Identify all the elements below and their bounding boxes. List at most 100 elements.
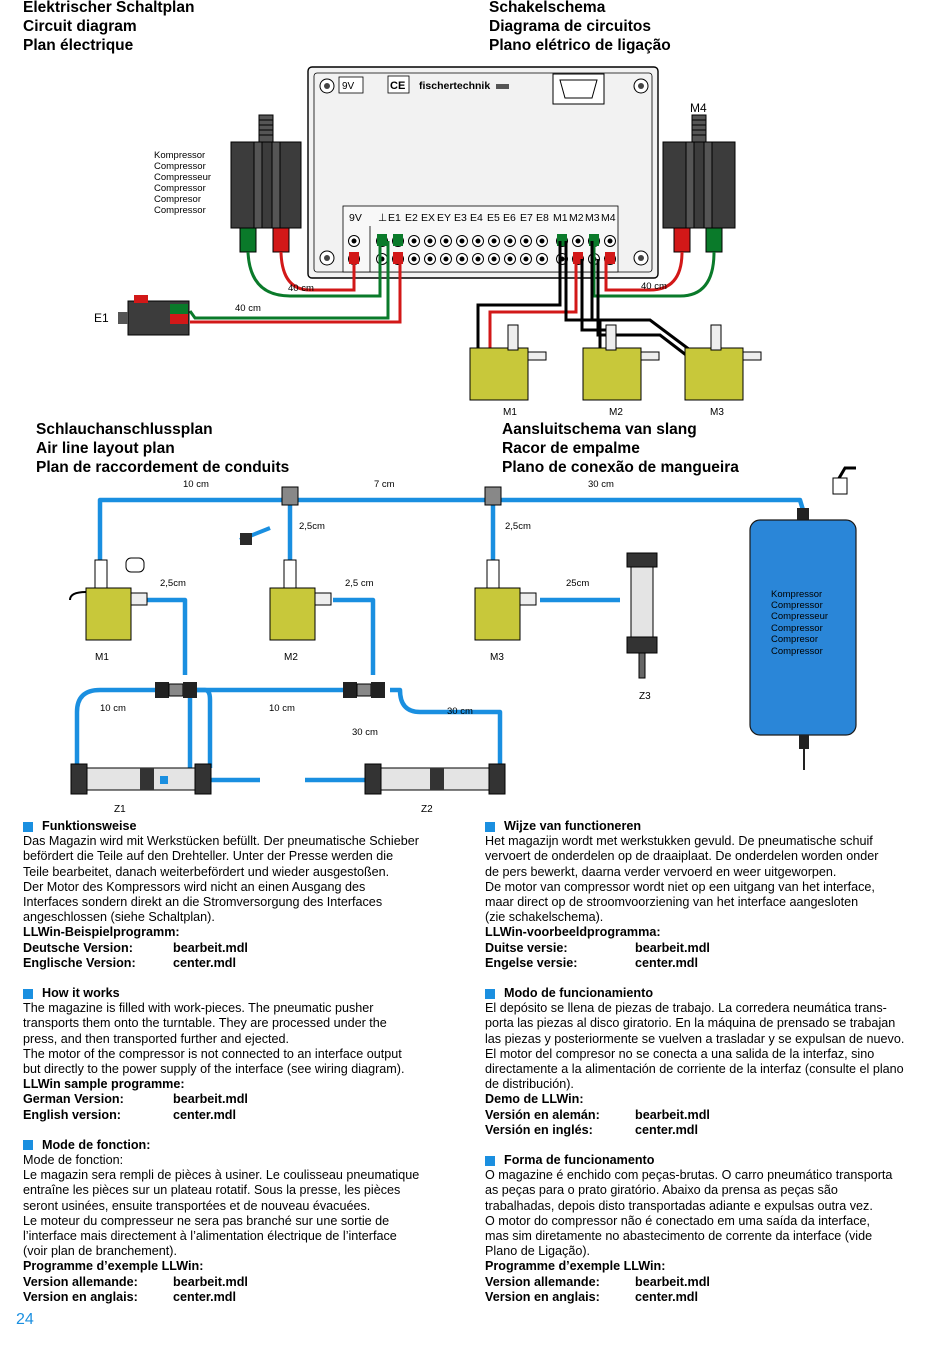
label-line: Compressor [771,623,823,634]
heading-line: Schakelschema [489,0,606,16]
label-line: Compressor [771,646,823,657]
mounting-screw-icon [633,78,649,94]
body-line: De motor van compressor wordt niet op ee… [485,879,875,894]
body-line: las piezas y posteriormente se vuelven a… [485,1031,905,1046]
page-number: 24 [16,1311,34,1328]
program-label: Demo de LLWin: [485,1092,584,1107]
program-row: Version allemande:bearbeit.mdl [485,1275,930,1290]
bullet-square-icon [485,1155,495,1166]
body-line: Der Motor des Kompressors wird nicht an … [23,879,366,894]
program-key: Englische Version: [23,955,136,970]
body-line: O magazine é enchido com peças-brutas. O… [485,1168,893,1183]
bullet-square-icon [23,821,33,832]
section-title-text: Modo de funcionamiento [504,986,654,1001]
body-line: (zie schakelschema). [485,910,604,925]
t-junction-icon [484,486,502,506]
section-nl: Wijze van functioneren Het magazijn word… [485,819,930,971]
program-key: German Version: [23,1092,124,1107]
body-line: de pers bewerkt, daarna verder vervoerd … [485,864,837,879]
t-junction-icon [155,682,197,698]
program-row: Version en anglais:center.mdl [23,1290,453,1305]
program-file: center.mdl [173,955,236,970]
program-row: Versión en inglés:center.mdl [485,1123,930,1138]
tube-length: 2,5cm [160,578,186,589]
body-line: Plano de Ligação). [485,1244,591,1259]
compressor-tank [749,508,857,770]
motor-m4-label: M4 [690,101,707,115]
program-label: LLWin-voorbeeldprogramma: [485,925,661,940]
bullet-square-icon [23,988,33,999]
tube-length: 2,5cm [299,521,325,532]
section-es: Modo de funcionamiento El depósito se ll… [485,986,930,1138]
terminal-label: E6 [503,212,516,224]
cable-length: 40 cm [235,303,261,314]
body-line: O motor do compressor não é conectado em… [485,1213,871,1228]
label-line: Compresseur [154,172,211,183]
heading-line: Diagrama de circuitos [489,18,651,35]
valve-label: M1 [503,407,517,418]
terminal-label: E4 [470,212,483,224]
tube-length: 25cm [566,578,589,589]
body-line: Das Magazin wird mit Werkstücken befüllt… [23,834,419,849]
program-row: Engelse versie:center.mdl [485,956,930,971]
label-line: Compresor [771,634,818,645]
cable-length: 40 cm [288,283,314,294]
program-key: Version allemande: [23,1274,138,1289]
program-file: bearbeit.mdl [635,940,710,955]
text-column-right: Wijze van functioneren Het magazijn word… [485,819,930,1305]
compressor-left [230,114,302,253]
section-title-text: Wijze van functioneren [504,819,642,833]
body-line: The motor of the compressor is not conne… [23,1046,402,1061]
terminal-label: E3 [454,212,467,224]
valve-label: M1 [95,652,109,663]
sub-d-connector-icon [552,73,605,105]
body-line: transports them onto the turntable. They… [23,1016,387,1031]
body-line: Le magazin sera rempli de pièces à usine… [23,1168,420,1183]
body-line: Mode de fonction: [23,1153,124,1168]
bullet-square-icon [485,821,495,832]
program-file: bearbeit.mdl [173,1274,248,1289]
body-line: seront usinées, ensuite transportées et … [23,1198,371,1213]
body-line: l’interface mais directement à l’aliment… [23,1229,397,1244]
section-title: Mode de fonction: [23,1138,453,1153]
terminal-label: M4 [601,212,616,224]
valve-m3 [684,324,762,401]
body-line: porta las piezas al disco giratorio. En … [485,1016,896,1031]
program-row: German Version: bearbeit.mdl [23,1092,453,1107]
heading-line: Racor de empalme [502,440,640,457]
tube-length: 10 cm [183,479,209,490]
program-file: bearbeit.mdl [173,1092,248,1107]
body-line: Teile bearbeitet, danach weiterbefördert… [23,864,390,879]
program-key: Deutsche Version: [23,940,133,955]
valve-label: M2 [609,407,623,418]
section-title-text: Funktionsweise [42,819,137,833]
section-title: Wijze van functioneren [485,819,930,834]
body-line: directamente a la alimentación de corrie… [485,1062,904,1077]
body-line: Het magazijn wordt met werkstukken gevul… [485,834,873,849]
label-line: Kompressor [771,589,822,600]
heading-line: Elektrischer Schaltplan [23,0,195,16]
body-line: mas sim diretamente no abastecimento de … [485,1229,873,1244]
tube-plug-icon [239,526,271,545]
section-title: Forma de funcionamento [485,1153,930,1168]
section-title: Funktionsweise [23,819,453,834]
airline-valve-m1 [69,559,148,641]
program-row: Deutsche Version: bearbeit.mdl [23,941,453,956]
section-de: Funktionsweise Das Magazin wird mit Werk… [23,819,453,971]
program-label: Programme d’exemple LLWin: [485,1259,666,1274]
tube-length: 30 cm [352,727,378,738]
heading-line: Plano de conexão de mangueira [502,459,739,476]
program-row: Versión en alemán:bearbeit.mdl [485,1108,930,1123]
program-file: center.mdl [635,955,698,970]
heading-circuit-right: Schakelschema Diagrama de circuitos Plan… [489,0,671,55]
airline-valve-m2 [269,559,332,641]
section-fr: Mode de fonction: Mode de fonction: Le m… [23,1138,453,1305]
circuit-and-airline-diagram: 9V CE fischertechnik 9V ⊥ E1 E2 EX EY E3… [69,66,857,815]
program-key: English version: [23,1107,121,1122]
tube-length: 30 cm [447,706,473,717]
mounting-screw-icon [319,250,335,266]
bullet-square-icon [23,1140,33,1151]
terminal-label: E2 [405,212,418,224]
body-line: maar direct op de stroomvoorziening van … [485,895,859,910]
program-file: bearbeit.mdl [173,940,248,955]
